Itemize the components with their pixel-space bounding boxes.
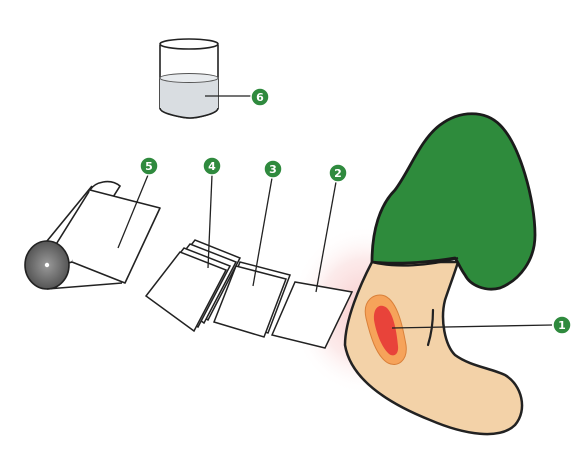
callout-3-label: 3 xyxy=(269,163,277,176)
glass-of-water xyxy=(160,39,218,118)
callout-5-badge: 5 xyxy=(140,157,158,175)
bandage-roll xyxy=(25,182,160,289)
callout-4-badge: 4 xyxy=(203,157,221,175)
callout-5-label: 5 xyxy=(145,160,153,173)
callout-6-badge: 6 xyxy=(251,88,269,106)
callout-1-label: 1 xyxy=(558,319,566,332)
callout-2-label: 2 xyxy=(334,167,342,180)
callout-3-badge: 3 xyxy=(264,160,282,178)
callout-6-label: 6 xyxy=(256,91,264,104)
callout-1-badge: 1 xyxy=(553,316,571,334)
callout-4-label: 4 xyxy=(208,160,216,173)
callout-2-badge: 2 xyxy=(329,164,347,182)
